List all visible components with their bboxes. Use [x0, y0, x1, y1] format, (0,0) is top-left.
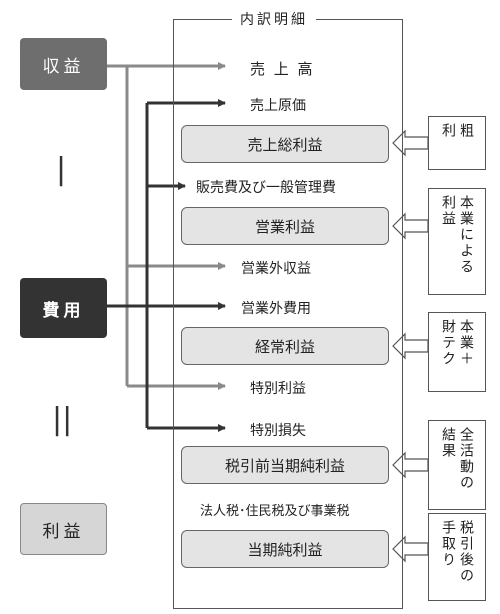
revenue-label: 収益: [42, 56, 85, 77]
profit-box: 利益: [20, 503, 107, 555]
expense-label: 費用: [42, 300, 85, 321]
profit-label: 利益: [42, 521, 85, 542]
panel-title: 内訳明細: [232, 9, 316, 29]
note-gross-line-2: 利: [440, 123, 456, 139]
note-pretax: 全活動の 結果: [428, 420, 486, 510]
note-ordinary-line-2: 財テク: [440, 319, 456, 367]
note-pretax-line-2: 結果: [440, 427, 456, 459]
minus-sign: |: [56, 152, 67, 187]
note-net-line-1: 税引後の: [458, 520, 474, 584]
profit-pretax: 税引前当期純利益: [181, 446, 389, 484]
note-operating-line-1: 本業による: [458, 195, 474, 275]
note-net: 税引後の 手取り: [428, 513, 486, 601]
equals-sign: ||: [52, 402, 73, 437]
profit-ordinary-label: 経常利益: [254, 337, 315, 356]
note-operating-line-2: 利益: [440, 195, 456, 227]
item-sales: 売 上 高: [250, 60, 315, 78]
note-net-line-2: 手取り: [440, 520, 456, 568]
note-gross: 粗 利: [428, 116, 486, 170]
profit-net-label: 当期純利益: [247, 540, 323, 559]
note-ordinary-line-1: 本業＋: [458, 319, 474, 367]
profit-net: 当期純利益: [181, 530, 389, 568]
revenue-box: 収益: [20, 38, 107, 90]
item-non-op-expense: 営業外費用: [241, 301, 311, 317]
expense-connectors: [107, 99, 226, 432]
expense-box: 費用: [20, 278, 107, 338]
profit-ordinary: 経常利益: [181, 327, 389, 365]
profit-gross: 売上総利益: [181, 125, 389, 163]
profit-pretax-label: 税引前当期純利益: [224, 456, 345, 475]
item-extraordinary-loss: 特別損失: [250, 423, 306, 439]
profit-operating-label: 営業利益: [254, 217, 315, 236]
item-cost-of-sales: 売上原価: [250, 98, 306, 114]
profit-operating: 営業利益: [181, 207, 389, 245]
note-operating: 本業による 利益: [428, 188, 486, 295]
profit-gross-label: 売上総利益: [247, 135, 323, 154]
note-gross-line-1: 粗: [458, 123, 474, 139]
note-pretax-line-1: 全活動の: [458, 427, 474, 491]
revenue-connectors: [107, 62, 226, 390]
item-taxes: 法人税･住民税及び事業税: [200, 504, 350, 519]
item-extraordinary-gain: 特別利益: [250, 381, 306, 397]
note-ordinary: 本業＋ 財テク: [428, 312, 486, 392]
item-sga: 販売費及び一般管理費: [196, 180, 336, 196]
item-non-op-income: 営業外収益: [241, 261, 311, 277]
